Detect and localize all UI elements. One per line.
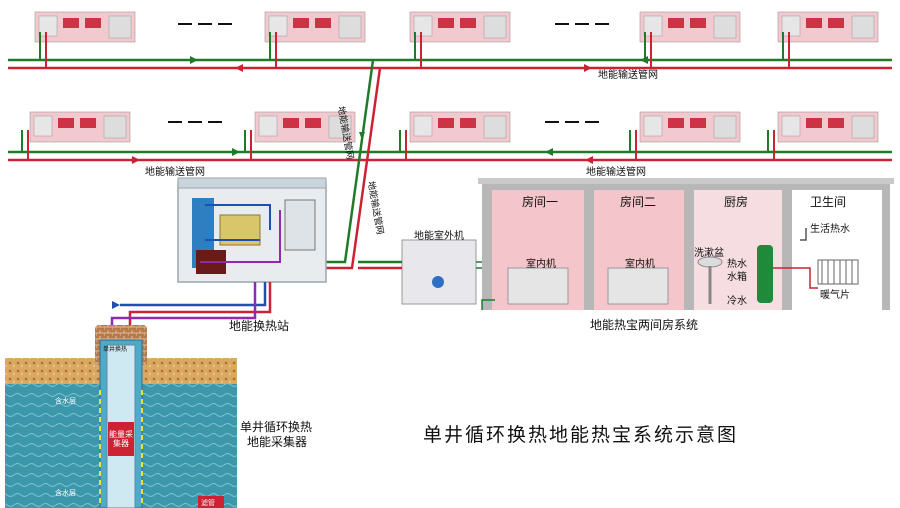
indoor-unit-group <box>777 11 879 43</box>
kitchen-tank: 水箱 <box>727 272 747 283</box>
base-tag: 滤管 <box>201 499 215 507</box>
collector-label-line1: 单井循环换热 <box>240 420 313 434</box>
indoor-unit-group <box>639 11 741 43</box>
indoor-unit-group <box>34 11 136 43</box>
kitchen-washbasin: 洗漱盆 <box>694 248 724 259</box>
house <box>478 178 894 310</box>
collector-core-label: 能量采集器 <box>109 430 133 448</box>
diagram-title: 单井循环换热地能热宝系统示意图 <box>423 424 739 446</box>
room-2-indoor-unit: 室内机 <box>625 259 655 270</box>
kitchen-name: 厨房 <box>724 195 749 209</box>
room-2-name: 房间二 <box>620 195 657 209</box>
collector-label-line2: 地能采集器 <box>247 435 308 449</box>
top-floor-units <box>34 11 879 43</box>
vertical-riser <box>320 59 382 270</box>
pipe-network-label-mid-right: 地能输送管网 <box>586 167 646 178</box>
indoor-unit-group <box>639 111 741 143</box>
two-room-system-label: 地能热宝两间房系统 <box>590 318 699 332</box>
outdoor-unit <box>358 239 600 305</box>
kitchen-cold-water: 冷水 <box>727 296 747 307</box>
wellhead-tag: 单井换热 <box>103 346 128 353</box>
middle-pipe-network <box>8 130 892 164</box>
indoor-unit-group <box>409 11 511 43</box>
bathroom-domestic-hot-water: 生活热水 <box>810 224 850 235</box>
aquifer-bottom-label: 含水层 <box>55 489 76 497</box>
indoor-unit-group <box>29 111 131 143</box>
bathroom-radiator: 暖气片 <box>820 290 850 301</box>
pipe-network-label-top: 地能输送管网 <box>598 70 658 81</box>
ground-cross-section <box>5 325 237 508</box>
indoor-unit-group <box>777 111 879 143</box>
heat-exchange-station <box>177 177 327 283</box>
bathroom-name: 卫生间 <box>810 195 847 209</box>
aquifer-top-label: 含水层 <box>55 397 76 405</box>
indoor-unit-group <box>409 111 511 143</box>
indoor-unit-group <box>254 111 356 143</box>
room-1-indoor-unit: 室内机 <box>526 259 556 270</box>
heat-exchange-station-label: 地能换热站 <box>229 319 290 333</box>
middle-floor-units <box>29 111 879 143</box>
kitchen-hot-water: 热水 <box>727 259 747 270</box>
outdoor-unit-label: 地能室外机 <box>414 231 464 242</box>
indoor-unit-group <box>264 11 366 43</box>
pipe-network-label-mid-left: 地能输送管网 <box>145 167 205 178</box>
top-pipe-network <box>8 32 892 72</box>
room-1-name: 房间一 <box>522 195 559 209</box>
